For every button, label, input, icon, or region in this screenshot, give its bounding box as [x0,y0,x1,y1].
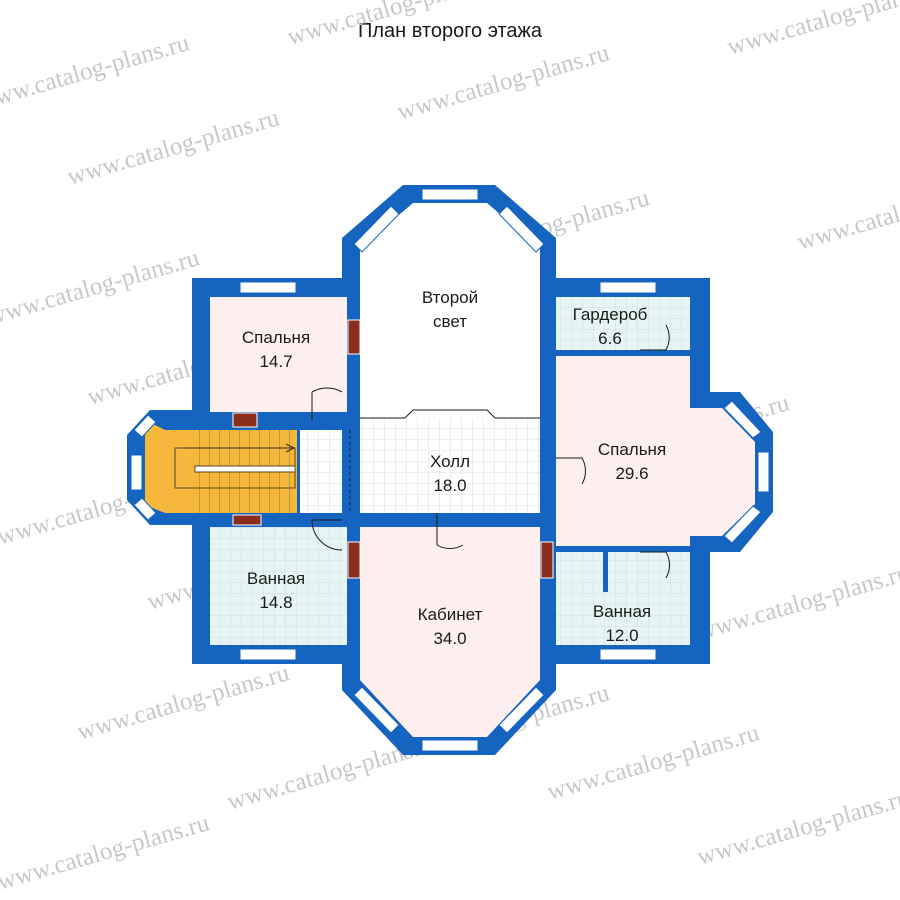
wardrobe-area: 6.6 [598,329,622,348]
vent-duct [347,541,361,579]
bedroom-left-floor [210,297,347,412]
window [723,400,762,439]
bedroom-right-area: 29.6 [615,464,648,483]
second-light-name2: свет [433,312,467,331]
window [133,414,157,438]
watermark-text: www.catalog-plans.ru [544,719,763,805]
window [421,739,479,752]
bedroom-right-name: Спальня [598,440,666,459]
partition [540,513,556,653]
window [130,454,143,491]
bath-left-area: 14.8 [259,593,292,612]
bath-left-tiles [210,527,347,645]
watermark-text: www.catalog-plans.ru [694,559,900,645]
bath-right-tiles [556,552,690,645]
vent-ducts [232,319,554,579]
window [239,281,297,294]
wardrobe-name: Гардероб [573,305,648,324]
window [239,648,297,661]
door [640,324,670,351]
vent-duct [540,541,554,579]
hall-area: 18.0 [433,476,466,495]
window [599,648,657,661]
room-floors [145,203,755,737]
door [436,513,464,549]
window [353,205,400,253]
watermark-text: www.catalog-plans.ru [694,784,900,870]
door [556,457,586,485]
gallery-railing [360,409,540,419]
watermark-text: www.catalog-plans.ru [284,0,503,51]
stair-direction-arrow [185,443,296,453]
vent-duct [347,319,361,355]
second-light-name: Второй [422,288,478,307]
windows [130,188,770,752]
bedroom-right-floor [556,356,755,546]
watermark-text: www.catalog-plans.ru [0,29,193,115]
office-area: 34.0 [433,629,466,648]
watermark-text: www.catalog-plans.ru [724,0,900,61]
partition [556,546,690,552]
doors [311,324,670,579]
watermark-text: www.catalog-plans.ru [0,809,213,895]
window [133,497,157,521]
window [757,451,770,493]
watermark-text: www.catalog-plans.ru [794,169,900,255]
room-labels: Спальня 14.7 Второй свет Гардероб 6.6 Сп… [242,288,666,648]
window [498,205,545,253]
second-light-floor [360,203,540,418]
partition [603,552,608,592]
window [421,188,479,201]
partition [540,262,556,417]
hall-name: Холл [430,452,470,471]
bedroom-left-name: Спальня [242,328,310,347]
bath-left-name: Ванная [247,569,305,588]
watermark-text: www.catalog-plans.ru [394,39,613,125]
door [311,387,343,420]
office-floor [360,527,540,737]
wardrobe-tiles [556,297,690,350]
stair-rail [194,465,296,473]
bath-right-area: 12.0 [605,626,638,645]
watermark-text: www.catalog-plans.ru [0,244,203,330]
partition [347,513,360,653]
door [640,551,670,579]
office-name: Кабинет [418,605,483,624]
vent-duct [232,412,258,428]
bedroom-left-area: 14.7 [259,352,292,371]
window [498,686,545,734]
window [599,281,657,294]
window [353,686,400,734]
watermark-text: www.catalog-plans.ru [74,659,293,745]
staircase [174,430,297,513]
landing-tiles [300,430,342,513]
partition [556,350,690,355]
vent-duct [232,514,262,526]
plan-title: План второго этажа [357,20,543,42]
watermark-text: www.catalog-plans.ru [64,104,283,190]
window [723,505,762,544]
door [311,519,343,551]
hall-tiles [360,418,540,513]
bath-right-name: Ванная [593,602,651,621]
